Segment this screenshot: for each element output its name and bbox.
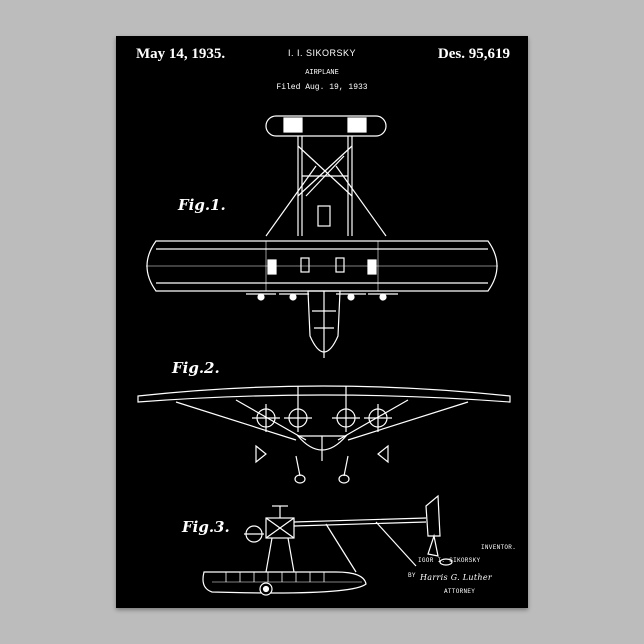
by-label: BY bbox=[408, 572, 416, 579]
patent-poster: May 14, 1935. I. I. SIKORSKY AIRPLANE Fi… bbox=[116, 36, 528, 608]
inventor-name: IGOR I. SIKORSKY bbox=[418, 557, 480, 564]
fig1-top-view bbox=[146, 116, 498, 358]
airplane-drawings bbox=[116, 36, 528, 608]
fig3-side-view bbox=[203, 496, 452, 595]
attorney-signature: Harris G. Luther bbox=[420, 573, 492, 582]
attorney-label: ATTORNEY bbox=[444, 588, 475, 595]
fig2-front-view bbox=[138, 386, 510, 483]
inventor-label: INVENTOR. bbox=[481, 544, 516, 551]
